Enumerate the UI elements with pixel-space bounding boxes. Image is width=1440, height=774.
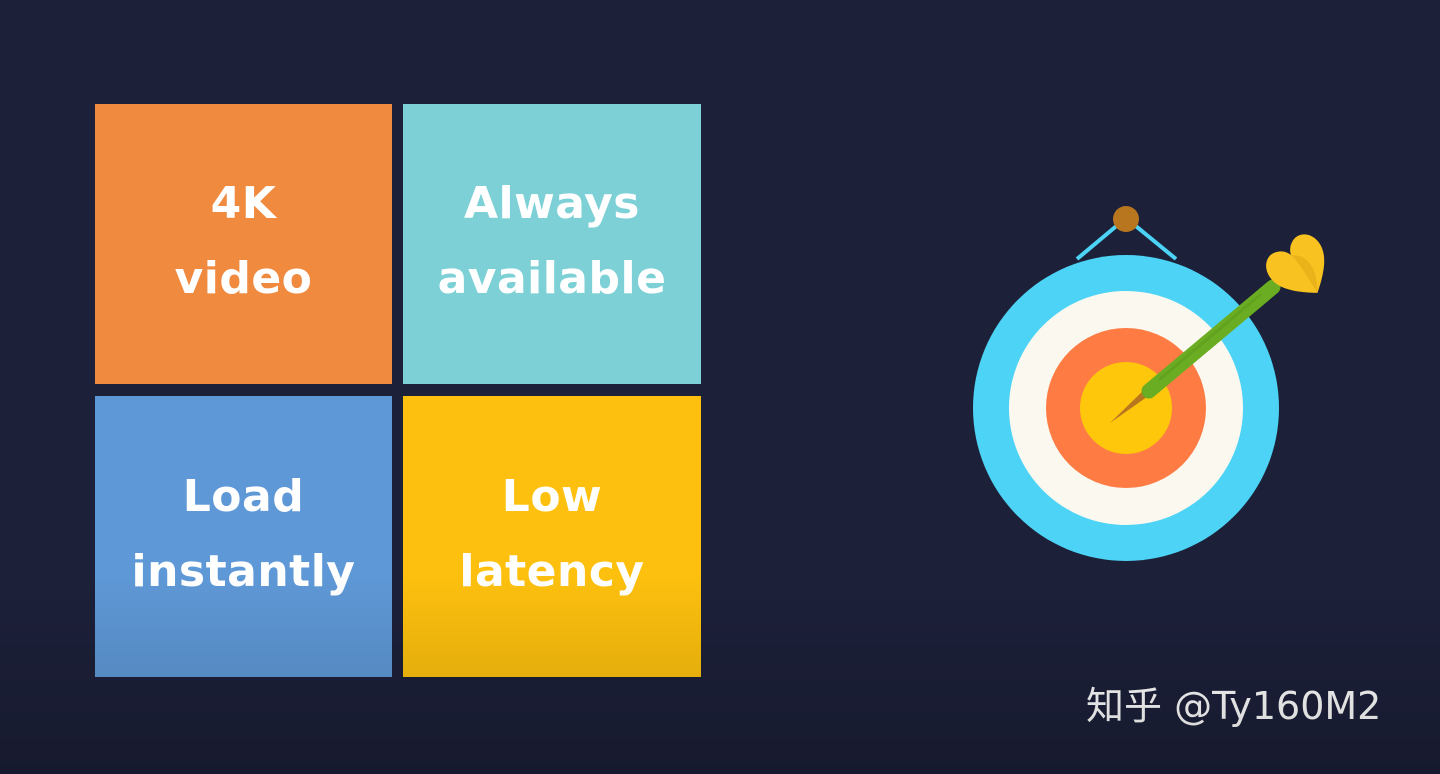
tile-always-available-line2: available — [437, 253, 667, 304]
tile-load-instantly: Load instantly — [95, 396, 392, 677]
dart-shaft — [1141, 279, 1281, 399]
dart-flight — [1266, 234, 1325, 293]
tile-4k-video-line1: 4K — [210, 178, 277, 229]
hook-icon — [1113, 206, 1139, 232]
tile-always-available: Always available — [403, 104, 701, 384]
tile-4k-video: 4K video — [95, 104, 392, 384]
tile-low-latency-line2: latency — [459, 545, 645, 597]
watermark: 知乎 @Ty160M2 — [1086, 684, 1382, 728]
tile-4k-video-line2: video — [174, 253, 313, 304]
tile-always-available-line1: Always — [464, 178, 640, 229]
tile-low-latency: Low latency — [403, 396, 701, 677]
tile-load-instantly-line1: Load — [182, 470, 305, 522]
dart-shaft-highlight — [1158, 293, 1262, 381]
dartboard-with-dart-icon — [973, 206, 1325, 561]
tile-load-instantly-line2: instantly — [131, 545, 356, 597]
tile-low-latency-line1: Low — [501, 470, 603, 522]
